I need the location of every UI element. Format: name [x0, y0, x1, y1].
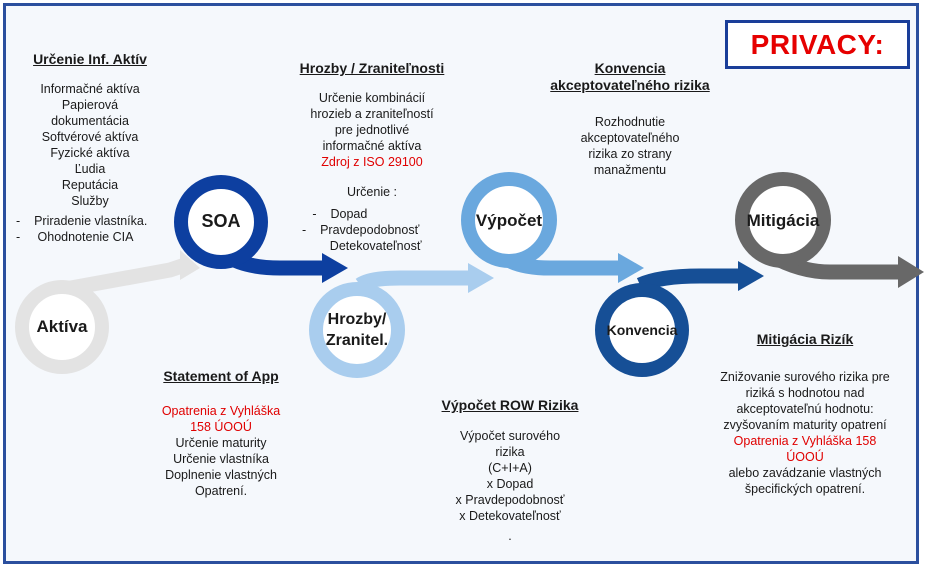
node-label-hrozby-line1: Hrozby/: [327, 311, 387, 328]
node-label-soa: SOA: [201, 211, 241, 231]
arrowhead-mitigacia-out: [898, 256, 924, 288]
privacy-badge: PRIVACY:: [725, 20, 910, 69]
urcenie-item: Papierová: [61, 98, 119, 112]
vypocet-line: x Detekovateľnosť: [459, 509, 561, 523]
vypocet-line: rizika: [495, 445, 525, 459]
statement-line: Určenie vlastníka: [173, 452, 269, 466]
mitigacia-line: alebo zavádzanie vlastných: [728, 466, 882, 480]
node-label-vypocet: Výpočet: [475, 211, 543, 230]
urcenie-heading: Určenie Inf. Aktív: [33, 51, 147, 67]
hrozby-heading: Hrozby / Zraniteľnosti: [299, 60, 445, 76]
node-label-aktiva: Aktíva: [36, 317, 88, 336]
vypocet-line: .: [508, 529, 512, 543]
arrowhead-vypocet-konvencia: [618, 253, 644, 283]
hrozby-bullet: Detekovateľnosť: [329, 239, 422, 253]
urcenie-item: dokumentácia: [51, 114, 129, 128]
connector-konvencia-mitigacia: [636, 268, 740, 292]
hrozby-source: Zdroj z ISO 29100: [321, 155, 423, 169]
vypocet-line: (C+I+A): [488, 461, 532, 475]
mitigacia-line: akceptovateľnú hodnotu:: [736, 402, 874, 416]
konvencia-line: akceptovateľného: [580, 131, 680, 145]
konvencia-line: rizika zo strany: [588, 147, 672, 161]
konvencia-heading-line1: Konvencia: [594, 60, 666, 76]
konvencia-block: Konvencia akceptovateľného rizika Rozhod…: [530, 60, 730, 178]
node-label-konvencia: Konvencia: [606, 322, 678, 338]
arrowhead-aktiva-soa: [180, 250, 200, 280]
node-ring-soa: [174, 175, 268, 269]
statement-block: Statement of App Opatrenia z Vyhláška 15…: [146, 368, 296, 499]
urcenie-item: Softvérové aktíva: [41, 130, 139, 144]
hrozby-line: Určenie kombinácií: [318, 91, 426, 105]
mitigacia-block: Mitigácia Rizík Znižovanie surového rizi…: [700, 331, 910, 497]
node-ring-vypocet: [461, 172, 557, 268]
vypocet-line: Výpočet surového: [459, 429, 561, 443]
statement-line: Opatrení.: [194, 484, 248, 498]
hrozby-bullets: - Dopad - Pravdepodobnosť Detekovateľnos…: [302, 206, 452, 254]
vypocet-line: x Dopad: [486, 477, 534, 491]
urcenie-bullets: - Priradenie vlastníka. - Ohodnotenie CI…: [16, 213, 176, 245]
arrowhead-hrozby-vypocet: [468, 263, 494, 293]
connector-hrozby-vypocet: [355, 270, 470, 292]
hrozby-urcenie-label: Určenie :: [346, 185, 398, 199]
mitigacia-heading: Mitigácia Rizík: [756, 331, 854, 347]
hrozby-line: informačné aktíva: [322, 139, 422, 153]
statement-heading: Statement of App: [163, 368, 279, 384]
mitigacia-line: Znižovanie surového rizika pre: [720, 370, 890, 384]
urcenie-block: Určenie Inf. Aktív Informačné aktíva Pap…: [20, 51, 160, 209]
vypocet-heading: Výpočet ROW Rizika: [441, 397, 579, 413]
vypocet-line: x Pravdepodobnosť: [455, 493, 565, 507]
urcenie-bullet: - Priradenie vlastníka.: [16, 214, 148, 228]
privacy-badge-text: PRIVACY:: [750, 28, 885, 60]
node-ring-aktiva: [15, 280, 109, 374]
urcenie-item: Reputácia: [61, 178, 119, 192]
konvencia-heading-line2: akceptovateľného rizika: [550, 77, 710, 93]
node-ring-konvencia: [595, 283, 689, 377]
hrozby-block: Hrozby / Zraniteľnosti Určenie kombináci…: [282, 60, 462, 200]
hrozby-bullet: - Dopad: [302, 207, 368, 221]
statement-line: Doplnenie vlastných: [165, 468, 277, 482]
statement-line: Určenie maturity: [175, 436, 267, 450]
mitigacia-red-line: ÚOOÚ: [786, 450, 824, 464]
konvencia-line: Rozhodnutie: [594, 115, 666, 129]
node-ring-mitigacia: [735, 172, 831, 268]
mitigacia-line: zvyšovaním maturity opatrení: [723, 418, 887, 432]
node-ring-hrozby: [309, 282, 405, 378]
hrozby-line: hrozieb a zraniteľností: [310, 107, 434, 121]
urcenie-item: Informačné aktíva: [40, 82, 140, 96]
node-label-mitigacia: Mitigácia: [746, 211, 820, 230]
arrowhead-konvencia-mitigacia: [738, 261, 764, 291]
node-label-hrozby-line2: Zranitel.: [325, 332, 389, 349]
node-label-hrozby: Hrozby/ Zranitel.: [312, 309, 402, 351]
vypocet-block: Výpočet ROW Rizika Výpočet surového rizi…: [425, 397, 595, 544]
mitigacia-line: riziká s hodnotou nad: [745, 386, 865, 400]
arrowhead-soa-hrozby: [322, 253, 348, 283]
urcenie-item: Ľudia: [74, 162, 106, 176]
urcenie-item: Služby: [71, 194, 109, 208]
statement-red-line: Opatrenia z Vyhláška: [161, 404, 281, 418]
mitigacia-line: špecifických opatrení.: [744, 482, 866, 496]
mitigacia-red-line: Opatrenia z Vyhláška 158: [733, 434, 877, 448]
konvencia-line: manažmentu: [593, 163, 667, 177]
urcenie-bullet: - Ohodnotenie CIA: [16, 230, 134, 244]
hrozby-line: pre jednotlivé: [334, 123, 410, 137]
urcenie-item: Fyzické aktíva: [50, 146, 130, 160]
hrozby-bullet: - Pravdepodobnosť: [302, 223, 420, 237]
statement-red-line: 158 ÚOOÚ: [190, 420, 252, 434]
